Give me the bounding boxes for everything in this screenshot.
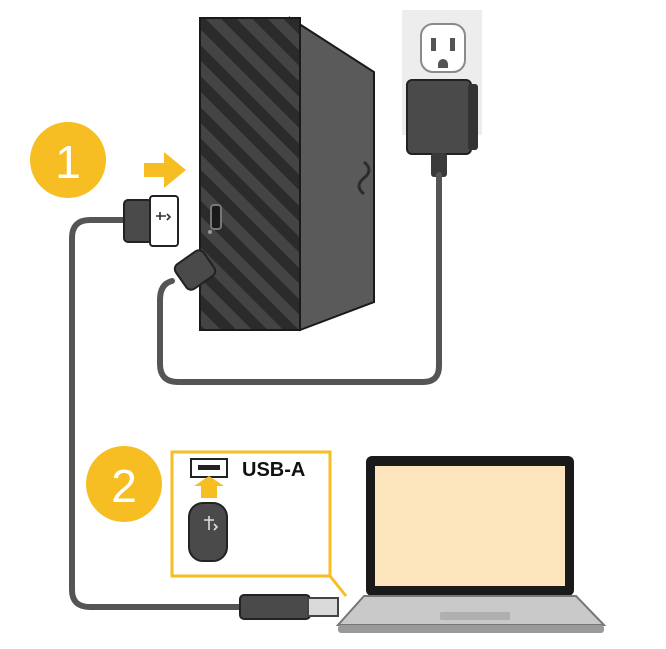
usb-a-label: USB-A xyxy=(242,459,305,481)
usb-a-plug-detail xyxy=(188,502,228,562)
arrow-right-icon xyxy=(144,152,186,188)
usb-superspeed-icon xyxy=(156,212,172,221)
usb-a-plug xyxy=(239,594,339,620)
external-hard-drive xyxy=(199,16,375,332)
micro-b-plug xyxy=(123,195,179,247)
laptop xyxy=(335,456,607,633)
usb-a-callout: USB-A xyxy=(170,450,348,597)
power-adapter xyxy=(406,79,478,177)
arrow-up-icon xyxy=(194,476,224,498)
step-2-number: 2 xyxy=(111,460,137,512)
drive-cable-connector xyxy=(173,249,217,291)
step-1-badge: 1 xyxy=(30,122,106,198)
step-2-badge: 2 xyxy=(86,446,162,522)
power-cable xyxy=(157,172,442,385)
seagate-logo-icon xyxy=(357,160,371,196)
step-1-number: 1 xyxy=(55,136,81,188)
laptop-screen xyxy=(375,466,565,586)
